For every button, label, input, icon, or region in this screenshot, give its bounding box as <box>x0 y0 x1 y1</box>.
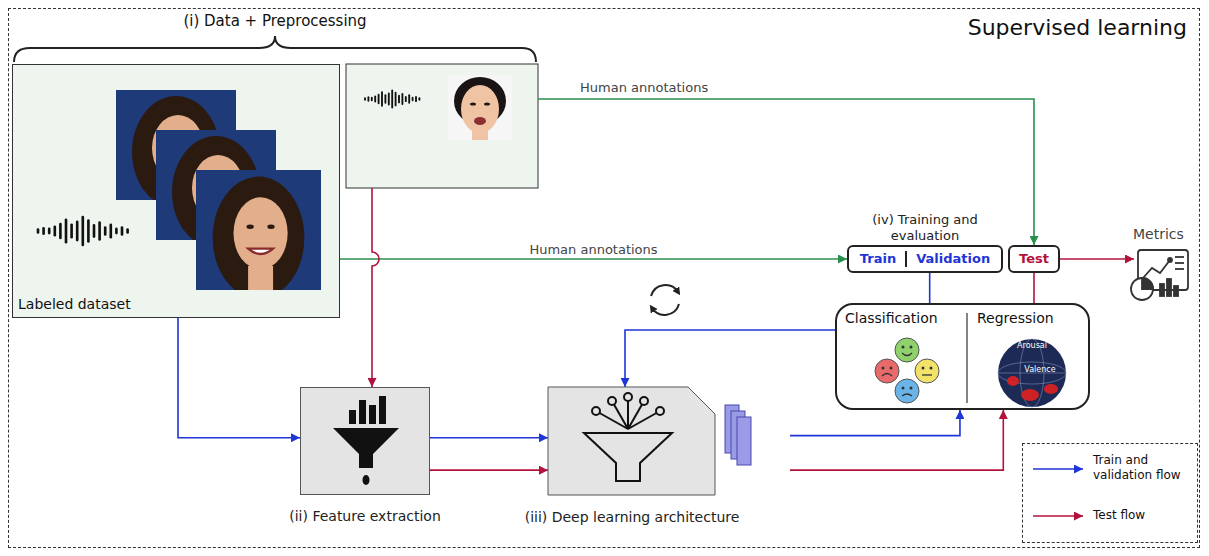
waveform-bar <box>87 221 90 242</box>
waveform-bar <box>395 93 397 106</box>
waveform-bar <box>398 96 400 103</box>
waveform-bar <box>109 225 112 238</box>
waveform-bar <box>401 94 403 104</box>
face-photo <box>196 170 321 299</box>
waveform-bar <box>378 95 380 104</box>
labeled-dataset-box: Labeled dataset <box>12 64 340 318</box>
node-text: Test <box>1010 251 1058 267</box>
waveform-bar <box>70 225 73 238</box>
flow-connector <box>929 273 931 303</box>
deep-learning-illustration <box>548 387 790 495</box>
waveform-bar <box>81 217 84 245</box>
node-text: Labeled dataset <box>18 296 131 312</box>
flow-connector <box>1033 273 1035 303</box>
node-text: (ii) Feature extraction <box>289 508 441 524</box>
face-photo <box>448 75 512 140</box>
waveform-bar <box>37 230 40 233</box>
metrics-arrow <box>1060 258 1134 260</box>
train-validation-box: (iv) Training and evaluationTrainValidat… <box>847 245 1003 273</box>
audio-waveform <box>365 91 419 108</box>
legend-text: Train and validation flow <box>1093 453 1193 483</box>
annotation-line <box>538 99 1034 245</box>
flow-connector <box>178 318 300 438</box>
dataset-illustration <box>13 65 339 317</box>
waveform-bar <box>42 228 45 234</box>
legend-line <box>1033 468 1083 470</box>
flow-connector <box>790 410 960 436</box>
waveform-bar <box>367 97 369 100</box>
legend-box: Train and validation flow Test flow <box>1022 443 1198 543</box>
section-brace <box>14 36 536 62</box>
flow-connector <box>430 469 548 471</box>
waveform-bar <box>374 96 376 101</box>
waveform-bar <box>115 229 118 233</box>
waveform-bar <box>415 97 417 101</box>
legend-text: Test flow <box>1093 508 1145 523</box>
node-text: Train <box>851 251 905 267</box>
flow-connector <box>430 437 548 439</box>
waveform-bar <box>59 224 62 238</box>
task-box: Classification Regression <box>835 303 1090 410</box>
node-text: Validation <box>905 251 999 267</box>
test-box: Test <box>1008 245 1060 273</box>
iteration-icon <box>651 285 679 315</box>
axis-label: Arousal <box>1017 341 1047 351</box>
waveform-bar <box>93 225 96 236</box>
waveform-bar <box>364 98 366 100</box>
waveform-bar <box>405 97 407 101</box>
test-sample-line <box>372 188 379 387</box>
audio-waveform <box>38 217 128 245</box>
waveform-bar <box>418 98 420 100</box>
waveform-bar <box>408 95 410 103</box>
node-text: (iii) Deep learning architecture <box>525 509 740 525</box>
waveform-bar <box>76 222 79 240</box>
waveform-bar <box>391 91 393 108</box>
axis-label: Valence <box>1024 365 1055 375</box>
edge-label: Human annotations <box>527 242 659 257</box>
waveform-bar <box>98 223 101 240</box>
flow-connector <box>340 258 847 260</box>
waveform-bar <box>371 98 373 101</box>
waveform-bar <box>65 220 68 242</box>
waveform-bar <box>48 229 51 233</box>
node-text: (iv) Training and evaluation <box>839 212 1011 244</box>
waveform-bar <box>121 228 124 235</box>
waveform-bar <box>126 230 129 233</box>
metrics-label: Metrics <box>1133 226 1184 243</box>
feature-extraction-icon <box>301 388 429 494</box>
node-text: Regression <box>977 310 1054 326</box>
feature-extraction-box: (ii) Feature extraction <box>300 387 430 495</box>
waveform-bar <box>388 93 390 104</box>
legend-line <box>1033 515 1083 517</box>
waveform-bar <box>104 228 107 235</box>
metrics-icon <box>1131 250 1188 300</box>
section-heading: (i) Data + Preprocessing <box>183 12 366 30</box>
node-text: Classification <box>845 310 938 326</box>
flow-connector <box>625 330 835 387</box>
node-text: Supervised learning <box>968 15 1187 40</box>
waveform-bar <box>384 95 386 103</box>
annotation-label: Human annotations <box>580 80 708 96</box>
sample-box <box>346 64 538 188</box>
flow-connector <box>790 410 1003 470</box>
waveform-bar <box>381 92 383 106</box>
deep-learning-box: (iii) Deep learning architecture <box>548 387 790 495</box>
waveform-bar <box>412 98 414 101</box>
waveform-bar <box>53 227 56 235</box>
